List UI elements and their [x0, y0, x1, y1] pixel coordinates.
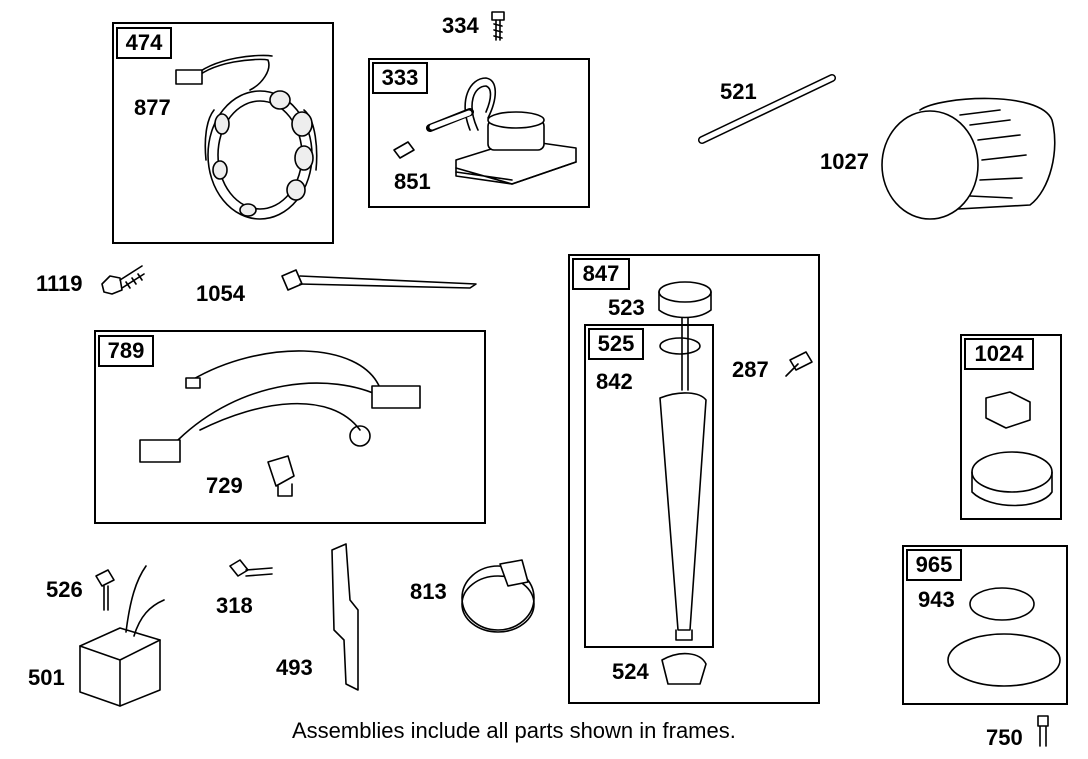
bracket-493-part — [331, 543, 359, 691]
wire-harness-part — [139, 350, 421, 497]
part-1027: 1027 — [820, 149, 869, 174]
stator-ring-part — [175, 54, 318, 220]
screw-334-part — [491, 11, 505, 41]
part-750: 750 — [986, 725, 1023, 750]
part-318: 318 — [216, 593, 253, 618]
frame-tag-789: 789 — [98, 335, 154, 367]
frame-847 — [568, 254, 820, 704]
frame-1024 — [960, 334, 1062, 520]
part-1119: 1119 — [36, 271, 83, 296]
part-877: 877 — [134, 95, 171, 120]
frame-tag-333: 333 — [372, 62, 428, 94]
hose-clamp-part — [461, 559, 535, 633]
frame-tag-525: 525 — [588, 328, 644, 360]
frame-965 — [902, 545, 1068, 705]
cable-tie-1054-part — [281, 269, 477, 291]
part-813: 813 — [410, 579, 447, 604]
frame-tag-1024: 1024 — [964, 338, 1034, 370]
bolt-526-part — [95, 569, 115, 611]
ignition-module-part — [393, 77, 577, 185]
part-943: 943 — [918, 587, 955, 612]
frame-474 — [112, 22, 334, 244]
part-521: 521 — [720, 79, 757, 104]
frame-tag-965: 965 — [906, 549, 962, 581]
part-334: 334 — [442, 13, 479, 38]
cover-gasket-part — [947, 587, 1061, 687]
part-523: 523 — [608, 295, 645, 320]
capacitor-part — [79, 565, 165, 707]
frame-333 — [368, 58, 590, 208]
part-842: 842 — [596, 369, 633, 394]
frame-tag-474: 474 — [116, 27, 172, 59]
dipstick-part — [658, 281, 712, 685]
part-524: 524 — [612, 659, 649, 684]
part-501: 501 — [28, 665, 65, 690]
part-851: 851 — [394, 169, 431, 194]
frame-789 — [94, 330, 486, 524]
bolt-318-part — [229, 559, 273, 577]
screw-750-part — [1037, 715, 1049, 747]
part-287: 287 — [732, 357, 769, 382]
part-526: 526 — [46, 577, 83, 602]
part-1054: 1054 — [196, 281, 245, 306]
frame-525 — [584, 324, 714, 648]
diagram-caption: Assemblies include all parts shown in fr… — [292, 718, 736, 743]
part-729: 729 — [206, 473, 243, 498]
part-493: 493 — [276, 655, 313, 680]
frame-tag-847: 847 — [572, 258, 630, 290]
rotor-set-part — [971, 391, 1053, 507]
screw-287-part — [785, 351, 813, 377]
oil-filter-part — [881, 97, 1056, 220]
bolt-1119-part — [101, 265, 145, 295]
